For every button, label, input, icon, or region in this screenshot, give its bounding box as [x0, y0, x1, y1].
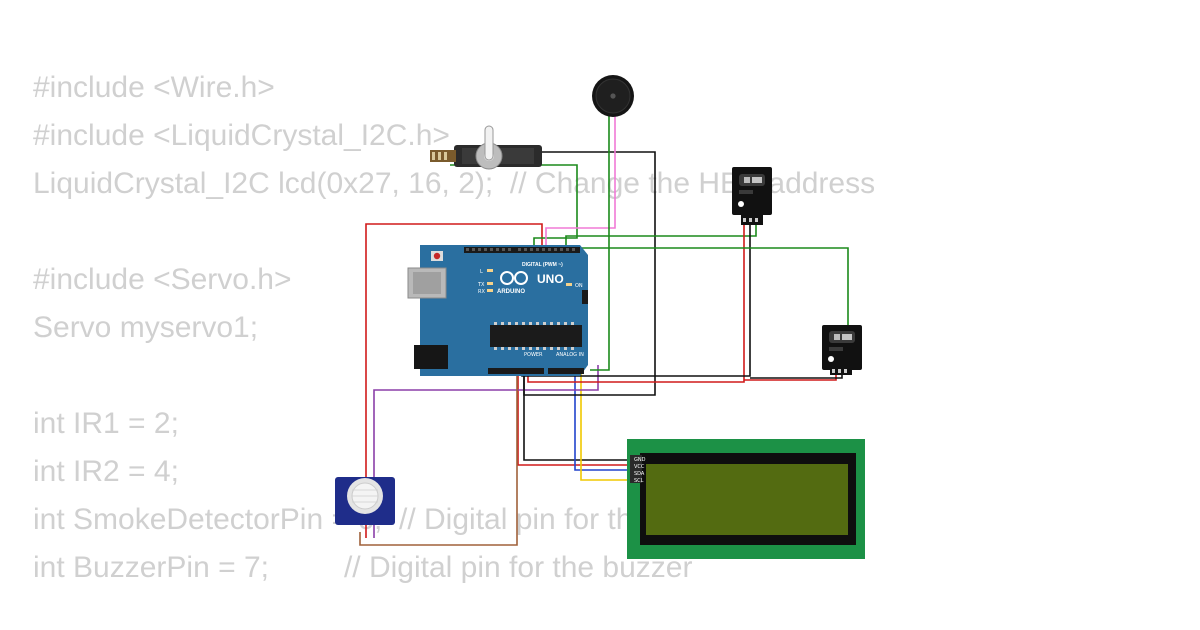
- wire-green-ir1-out: [565, 225, 757, 248]
- servo-motor[interactable]: [430, 125, 542, 170]
- lcd-display[interactable]: GND VCC SDA SCL: [627, 439, 865, 559]
- led-l-icon: [487, 269, 493, 272]
- lcd-pin-scl: SCL: [634, 478, 644, 484]
- wire-pink-buzzer: [545, 115, 616, 248]
- microcontroller-chip: [490, 325, 582, 347]
- pir-dome-icon: [352, 489, 378, 503]
- wire-brown-pir-gnd: [359, 372, 518, 546]
- pir-smoke-sensor[interactable]: [335, 477, 395, 525]
- led-on-icon: [566, 283, 572, 286]
- wire-black-lcd-gnd: [523, 370, 630, 461]
- analog-label: ANALOG IN: [556, 352, 584, 358]
- led-tx-icon: [487, 282, 493, 285]
- wire-red-lcd-vcc: [517, 370, 630, 466]
- digital-label: DIGITAL (PWM ~): [522, 262, 563, 268]
- code-line: int IR1 = 2;: [33, 407, 179, 440]
- arduino-uno-board[interactable]: DIGITAL (PWM ~) UNO ARDUINO L TX RX ON P…: [407, 245, 588, 376]
- code-line: LiquidCrystal_I2C lcd(0x27, 16, 2); // C…: [33, 167, 876, 200]
- led-rx-label: RX: [478, 289, 485, 295]
- led-rx-icon: [487, 289, 493, 292]
- wire-purple-pir-signal: [373, 365, 599, 538]
- lcd-screen: [646, 464, 848, 535]
- lcd-pin-vcc: VCC: [634, 464, 645, 470]
- wire-yellow-lcd-scl: [580, 370, 630, 481]
- code-line: Servo myservo1;: [33, 311, 259, 344]
- code-line: #include <Wire.h>: [33, 71, 275, 104]
- arduino-infinity-logo: [500, 271, 528, 285]
- wire-red-pir-power: [365, 223, 543, 538]
- wire-green-ir2-out: [575, 247, 849, 368]
- wire-blue-lcd-sda: [574, 370, 630, 471]
- led-l-label: L: [480, 269, 483, 275]
- ir-sensor-1[interactable]: [732, 167, 772, 225]
- code-line: #include <Servo.h>: [33, 263, 292, 296]
- buzzer[interactable]: [592, 75, 634, 117]
- board-maker: ARDUINO: [497, 289, 525, 295]
- ir-sensor-2[interactable]: [822, 325, 862, 375]
- wire-black-servo-gnd: [448, 151, 656, 396]
- buzzer-center-icon: [610, 93, 616, 99]
- lcd-pin-gnd: GND: [634, 457, 646, 463]
- code-listing: #include <Wire.h> #include <LiquidCrystal…: [33, 66, 875, 594]
- power-label: POWER: [524, 352, 543, 358]
- board-brand: UNO: [537, 272, 564, 286]
- led-tx-label: TX: [477, 282, 485, 288]
- wire-pink-buzzer-2: [590, 115, 610, 371]
- wire-green-servo-signal: [450, 164, 578, 248]
- lcd-pin-sda: SDA: [634, 471, 645, 477]
- code-line: #include <LiquidCrystal_I2C.h>: [33, 119, 450, 152]
- code-line: int IR2 = 4;: [33, 455, 179, 488]
- led-on-label: ON: [575, 283, 583, 289]
- servo-horn-icon: [484, 125, 494, 161]
- power-jack: [414, 345, 448, 369]
- wire-red-ir2-vcc: [744, 374, 837, 381]
- wire-black-ir2-gnd: [750, 374, 843, 379]
